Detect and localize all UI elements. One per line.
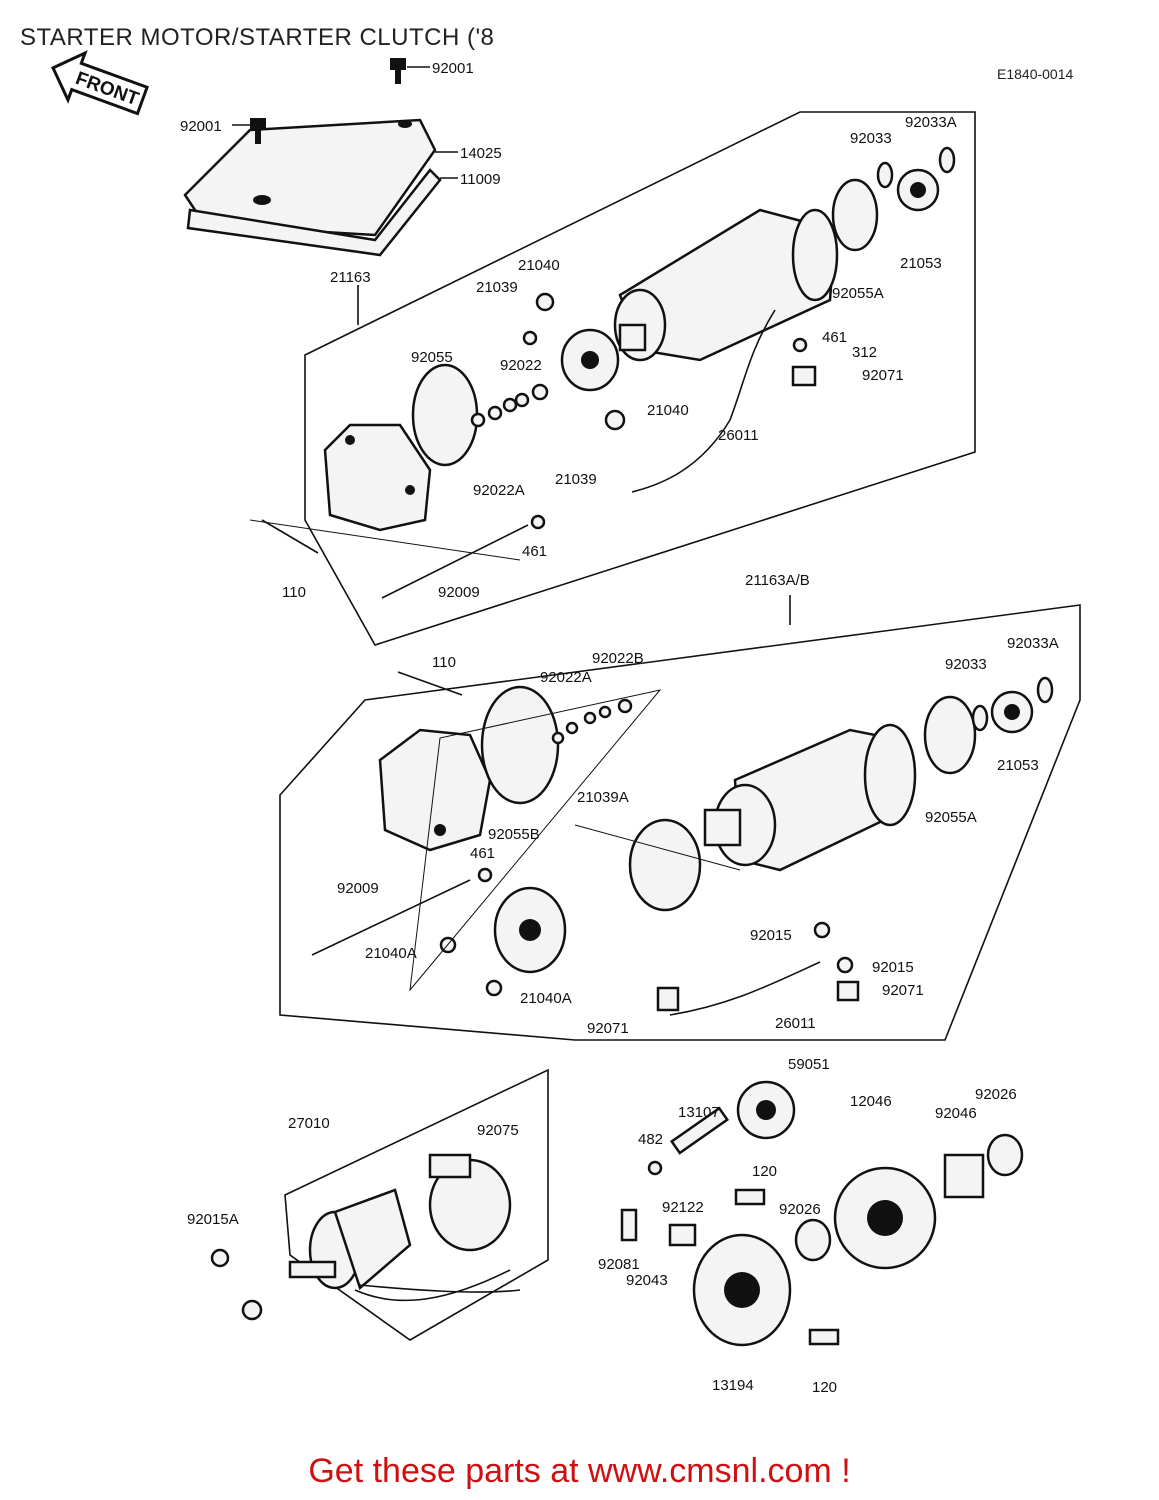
label-14025: 14025: [460, 145, 502, 162]
label-312: 312: [852, 344, 877, 361]
label-21053: 21053: [900, 255, 942, 272]
upper-assembly-outline: [304, 111, 976, 646]
label-92122: 92122: [662, 1199, 704, 1216]
label-92026-a: 92026: [975, 1086, 1017, 1103]
label-92015-b: 92015: [872, 959, 914, 976]
label-26011-b: 26011: [775, 1015, 816, 1032]
label-13194: 13194: [712, 1377, 754, 1394]
label-21163: 21163: [330, 269, 371, 286]
label-21040-b: 21040: [647, 402, 689, 419]
label-92009-b: 92009: [337, 880, 379, 897]
bolt-92001-top: [390, 58, 430, 84]
label-21040-a: 21040: [518, 257, 560, 274]
label-92071-a: 92071: [862, 367, 904, 384]
label-21053-b: 21053: [997, 757, 1039, 774]
label-110-a: 110: [282, 584, 306, 601]
label-59051: 59051: [788, 1056, 830, 1073]
lower-starter-motor: [703, 723, 917, 872]
label-120-a: 120: [752, 1163, 777, 1180]
label-21040A-a: 21040A: [365, 945, 417, 962]
label-21039-a: 21039: [476, 279, 518, 296]
label-92022B: 92022B: [592, 650, 644, 667]
starter-solenoid: [288, 1188, 412, 1291]
washer-92026-a: [986, 1133, 1024, 1177]
label-92033-b: 92033: [945, 656, 987, 673]
diagram-ref-code: E1840-0014: [997, 66, 1074, 82]
label-92022A-b: 92022A: [540, 669, 592, 686]
clutch-body-13194: [692, 1233, 792, 1347]
label-92015A: 92015A: [187, 1211, 239, 1228]
label-92043: 92043: [626, 1272, 668, 1289]
sprocket-12046: [833, 1166, 937, 1270]
label-12046: 12046: [850, 1093, 892, 1110]
solenoid-cover-92075: [428, 1153, 512, 1252]
label-92055A: 92055A: [832, 285, 884, 302]
label-21039-b: 21039: [555, 471, 597, 488]
label-92001-top: 92001: [432, 60, 474, 77]
label-92055A-b: 92055A: [925, 809, 977, 826]
shaft-13107: [669, 1106, 730, 1155]
label-92081: 92081: [598, 1256, 640, 1273]
label-92071-b: 92071: [882, 982, 924, 999]
upper-end-cap: [323, 423, 432, 532]
label-92033A-b: 92033A: [1007, 635, 1059, 652]
o-ring-92055B: [480, 685, 560, 805]
label-92001-left: 92001: [180, 118, 222, 135]
label-92026-b: 92026: [779, 1201, 821, 1218]
solenoid-outline: [284, 1068, 549, 1341]
label-92075: 92075: [477, 1122, 519, 1139]
label-92033: 92033: [850, 130, 892, 147]
o-ring-92055A: [831, 178, 879, 252]
label-110-b: 110: [432, 654, 456, 671]
label-92033A: 92033A: [905, 114, 957, 131]
label-27010: 27010: [288, 1115, 330, 1132]
label-92015-a: 92015: [750, 927, 792, 944]
o-ring-92055A-lower: [923, 695, 977, 775]
label-11009: 11009: [460, 171, 501, 188]
label-21039A: 21039A: [577, 789, 629, 806]
label-461-a: 461: [822, 329, 847, 346]
label-92055: 92055: [411, 349, 453, 366]
page-title: STARTER MOTOR/STARTER CLUTCH ('8: [20, 24, 495, 51]
label-92046: 92046: [935, 1105, 977, 1122]
label-26011-a: 26011: [718, 427, 759, 444]
lower-assembly-outline: [279, 604, 1081, 1041]
upper-starter-motor: [613, 208, 839, 362]
footer-promo-link[interactable]: Get these parts at www.cmsnl.com !: [308, 1452, 851, 1490]
starter-cover: [183, 118, 458, 257]
lower-brush-holder: [493, 818, 702, 974]
label-21040A-b: 21040A: [520, 990, 572, 1007]
label-92071-c: 92071: [587, 1020, 629, 1037]
washer-92026-b: [794, 1218, 832, 1262]
label-92055B: 92055B: [488, 826, 540, 843]
label-461-b: 461: [522, 543, 547, 560]
label-482: 482: [638, 1131, 663, 1148]
bolt-92001-left: [232, 118, 266, 144]
lower-end-cap: [378, 728, 492, 852]
sprocket-59051: [736, 1080, 796, 1140]
label-92022: 92022: [500, 357, 542, 374]
label-92009-a: 92009: [438, 584, 480, 601]
label-120-b: 120: [812, 1379, 837, 1396]
label-92022A: 92022A: [473, 482, 525, 499]
o-ring-92055: [411, 363, 479, 467]
label-13107: 13107: [678, 1104, 720, 1121]
upper-brush-plate: [560, 328, 620, 392]
needle-bearing-92046: [943, 1153, 985, 1199]
front-arrow-icon: FRONT: [51, 50, 149, 116]
label-21163AB: 21163A/B: [745, 572, 810, 589]
lead-wire-26011: [631, 309, 776, 493]
label-461-c: 461: [470, 845, 495, 862]
